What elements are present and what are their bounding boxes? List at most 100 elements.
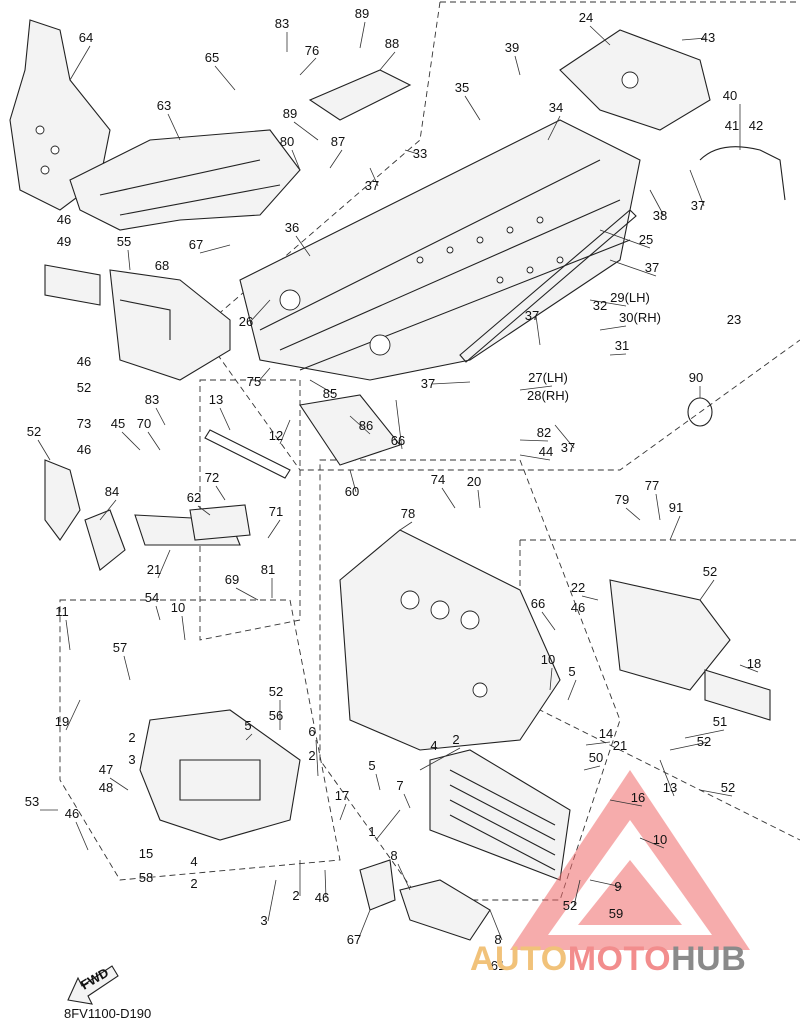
group-boundary-upper — [199, 1, 800, 471]
leader-line — [167, 113, 181, 141]
callout-number: 28(RH) — [527, 388, 569, 403]
part-62-plate — [84, 509, 126, 571]
leader-line — [339, 803, 347, 821]
callout-number: 49 — [57, 234, 71, 249]
leader-line — [583, 765, 601, 771]
part-60-shield — [44, 459, 81, 541]
callout-number: 83 — [145, 392, 159, 407]
callout-number: 84 — [105, 484, 119, 499]
callout-number: 46 — [57, 212, 71, 227]
leader-line — [215, 485, 226, 501]
group-boundary-front — [59, 599, 341, 881]
callout-number: 72 — [205, 470, 219, 485]
watermark-brand-text: AUTOMOTOHUB — [470, 940, 746, 979]
callout-number: 47 — [99, 762, 113, 777]
callout-number: 46 — [65, 806, 79, 821]
callout-number: 91 — [669, 500, 683, 515]
callout-number: 18 — [747, 656, 761, 671]
leader-line — [554, 424, 575, 449]
callout-number: 11 — [55, 604, 69, 619]
callout-number: 2 — [308, 748, 315, 763]
callout-number: 75 — [247, 374, 261, 389]
callout-number: 10 — [653, 832, 667, 847]
callout-number: 64 — [79, 30, 93, 45]
callout-number: 52 — [721, 780, 735, 795]
callout-number: 73 — [77, 416, 91, 431]
callout-number: 86 — [359, 418, 373, 433]
leader-line — [649, 189, 665, 217]
leader-line — [609, 799, 643, 807]
leader-line — [309, 379, 335, 395]
leader-line — [625, 507, 641, 521]
callout-number: 46 — [315, 890, 329, 905]
callout-number: 52 — [269, 684, 283, 699]
leader-line — [567, 679, 577, 701]
callout-number: 46 — [77, 442, 91, 457]
callout-number: 48 — [99, 780, 113, 795]
leader-line — [369, 167, 379, 187]
callout-number: 31 — [615, 338, 629, 353]
leader-line — [123, 655, 131, 681]
callout-number: 19 — [55, 714, 69, 729]
callout-number: 4 — [430, 738, 437, 753]
callout-number: 5 — [244, 718, 251, 733]
leader-line — [419, 747, 461, 771]
callout-number: 37 — [525, 308, 539, 323]
callout-number: 51 — [713, 714, 727, 729]
leader-line — [219, 407, 231, 431]
part-12-bracket — [204, 429, 291, 479]
callout-number: 62 — [187, 490, 201, 505]
leader-line — [585, 741, 611, 746]
callout-number: 37 — [645, 260, 659, 275]
watermark-moto: MOTO — [567, 940, 672, 978]
callout-number: 58 — [139, 870, 153, 885]
part-55-bracket — [109, 269, 231, 381]
leader-line — [197, 505, 211, 516]
callout-number: 88 — [385, 36, 399, 51]
leader-line — [404, 149, 419, 155]
leader-line — [109, 777, 129, 791]
callout-number: 44 — [539, 444, 553, 459]
leader-line — [379, 51, 396, 71]
leader-line — [99, 499, 117, 521]
callout-number: 43 — [701, 30, 715, 45]
part-88-plate — [308, 69, 412, 121]
diagram-code: 8FV1100-D190 — [64, 1006, 152, 1021]
leader-line — [659, 759, 675, 797]
callout-number: 59 — [609, 906, 623, 921]
leader-line — [75, 821, 89, 851]
leader-line — [699, 579, 715, 601]
callout-number: 89 — [283, 106, 297, 121]
leader-line — [357, 909, 371, 941]
callout-number: 8 — [494, 932, 501, 947]
leader-line — [669, 741, 709, 751]
leader-line — [739, 664, 759, 673]
leader-line — [37, 439, 51, 461]
callout-number: 38 — [653, 208, 667, 223]
leader-line — [477, 489, 481, 509]
callout-number: 46 — [77, 354, 91, 369]
callout-number: 9 — [614, 879, 621, 894]
leader-line — [249, 299, 271, 323]
leader-lines — [37, 21, 759, 941]
callout-number: 13 — [663, 780, 677, 795]
callout-number: 42 — [749, 118, 763, 133]
callout-number: 3 — [260, 913, 267, 928]
callout-number: 70 — [137, 416, 151, 431]
leader-line — [669, 515, 681, 541]
callout-number: 7 — [396, 778, 403, 793]
leader-line — [441, 487, 456, 509]
leader-line — [155, 407, 166, 426]
callout-number: 71 — [269, 504, 283, 519]
callout-number: 37 — [561, 440, 575, 455]
callout-number: 39 — [505, 40, 519, 55]
leader-line — [235, 587, 259, 601]
callout-number: 25 — [639, 232, 653, 247]
leader-line — [547, 115, 561, 141]
callout-number: 55 — [117, 234, 131, 249]
callout-number: 21 — [613, 738, 627, 753]
callout-number: 24 — [579, 10, 593, 25]
callout-number: 15 — [139, 846, 153, 861]
part-14-heat-exchanger — [429, 749, 571, 881]
